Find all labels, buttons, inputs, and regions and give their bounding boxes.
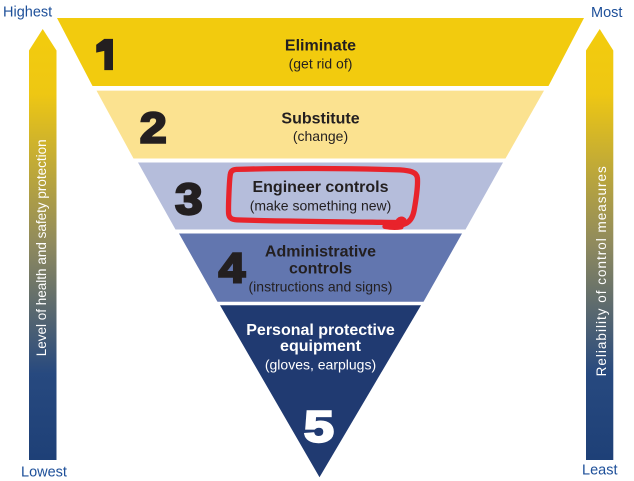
svg-text:Highest: Highest — [3, 4, 52, 20]
svg-text:Least: Least — [582, 462, 617, 478]
svg-text:Most: Most — [591, 5, 622, 21]
svg-text:Reliability of control measure: Reliability of control measures — [594, 165, 609, 376]
svg-text:(make something new): (make something new) — [250, 197, 392, 213]
svg-text:equipment: equipment — [280, 338, 362, 355]
svg-text:Personal protective: Personal protective — [246, 322, 395, 339]
svg-text:Engineer controls: Engineer controls — [252, 179, 388, 196]
svg-text:controls: controls — [289, 260, 352, 277]
svg-text:2: 2 — [140, 104, 167, 152]
svg-text:Lowest: Lowest — [21, 464, 67, 480]
svg-text:4: 4 — [219, 245, 245, 292]
svg-text:Substitute: Substitute — [281, 110, 359, 127]
svg-text:(get rid of): (get rid of) — [289, 55, 353, 71]
svg-text:Administrative: Administrative — [265, 244, 376, 261]
svg-text:(change): (change) — [293, 128, 348, 144]
svg-text:5: 5 — [304, 403, 334, 451]
svg-text:(instructions and signs): (instructions and signs) — [249, 278, 393, 294]
svg-text:3: 3 — [175, 175, 202, 224]
svg-text:Level of health and safety pro: Level of health and safety protection — [34, 139, 49, 356]
svg-text:Eliminate: Eliminate — [285, 38, 356, 55]
svg-text:(gloves, earplugs): (gloves, earplugs) — [265, 357, 376, 373]
